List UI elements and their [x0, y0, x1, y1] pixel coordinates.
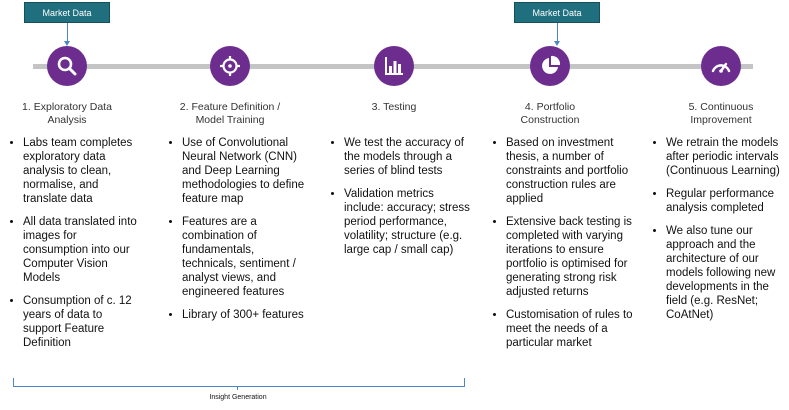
step-2-bullet: Use of Convolutional Neural Network (CNN…: [182, 136, 310, 206]
step-5-node: [701, 46, 741, 86]
step-4-bullet: Customisation of rules to meet the needs…: [506, 308, 634, 350]
bracket-center-tick: [237, 386, 238, 390]
step-5-bullet: We retrain the models after periodic int…: [666, 136, 784, 178]
insight-generation-label: Insight Generation: [209, 394, 267, 401]
step-3-bullet: We test the accuracy of the models throu…: [344, 136, 472, 178]
step-4-node: [530, 46, 570, 86]
market-data-arrow-2: [554, 23, 560, 46]
step-4-title: 4. Portfolio Construction: [520, 101, 580, 126]
step-4-bullet: Based on investment thesis, a number of …: [506, 136, 634, 206]
pie-chart-icon: [542, 55, 561, 74]
step-2-bullet: Library of 300+ features: [182, 308, 310, 322]
step-5-bullets: We retrain the models after periodic int…: [650, 136, 784, 331]
market-data-tag-1: Market Data: [24, 2, 110, 23]
step-2-node: [210, 46, 250, 86]
step-1-bullet: All data translated into images for cons…: [23, 215, 143, 285]
step-3-bullet: Validation metrics include: accuracy; st…: [344, 187, 472, 257]
crosshair-icon: [220, 56, 240, 76]
step-2-bullets: Use of Convolutional Neural Network (CNN…: [166, 136, 310, 331]
step-3-node: [374, 46, 414, 86]
step-3-title: 3. Testing: [371, 101, 417, 113]
step-5-bullet: Regular performance analysis completed: [666, 187, 784, 215]
step-5-title: 5. Continuous Improvement: [688, 101, 754, 126]
bar-chart-icon: [385, 57, 403, 75]
magnifier-icon: [57, 56, 77, 76]
step-2-title: 2. Feature Definition / Model Training: [179, 101, 281, 126]
step-1-bullet: Labs team completes exploratory data ana…: [23, 136, 143, 206]
step-1-node: [47, 46, 87, 86]
step-4-bullets: Based on investment thesis, a number of …: [490, 136, 634, 359]
gauge-icon: [711, 62, 731, 73]
insight-generation-bracket: [13, 378, 465, 387]
step-4-bullet: Extensive back testing is completed with…: [506, 215, 634, 299]
step-5-bullet: We also tune our approach and the archit…: [666, 224, 784, 322]
step-1-title: 1. Exploratory Data Analysis: [22, 101, 112, 126]
step-3-bullets: We test the accuracy of the models throu…: [328, 136, 472, 266]
market-data-arrow-1: [64, 23, 70, 46]
step-2-bullet: Features are a combination of fundamenta…: [182, 215, 310, 299]
step-1-bullet: Consumption of c. 12 years of data to su…: [23, 294, 143, 350]
step-1-bullets: Labs team completes exploratory data ana…: [7, 136, 143, 359]
market-data-tag-2: Market Data: [514, 2, 600, 23]
